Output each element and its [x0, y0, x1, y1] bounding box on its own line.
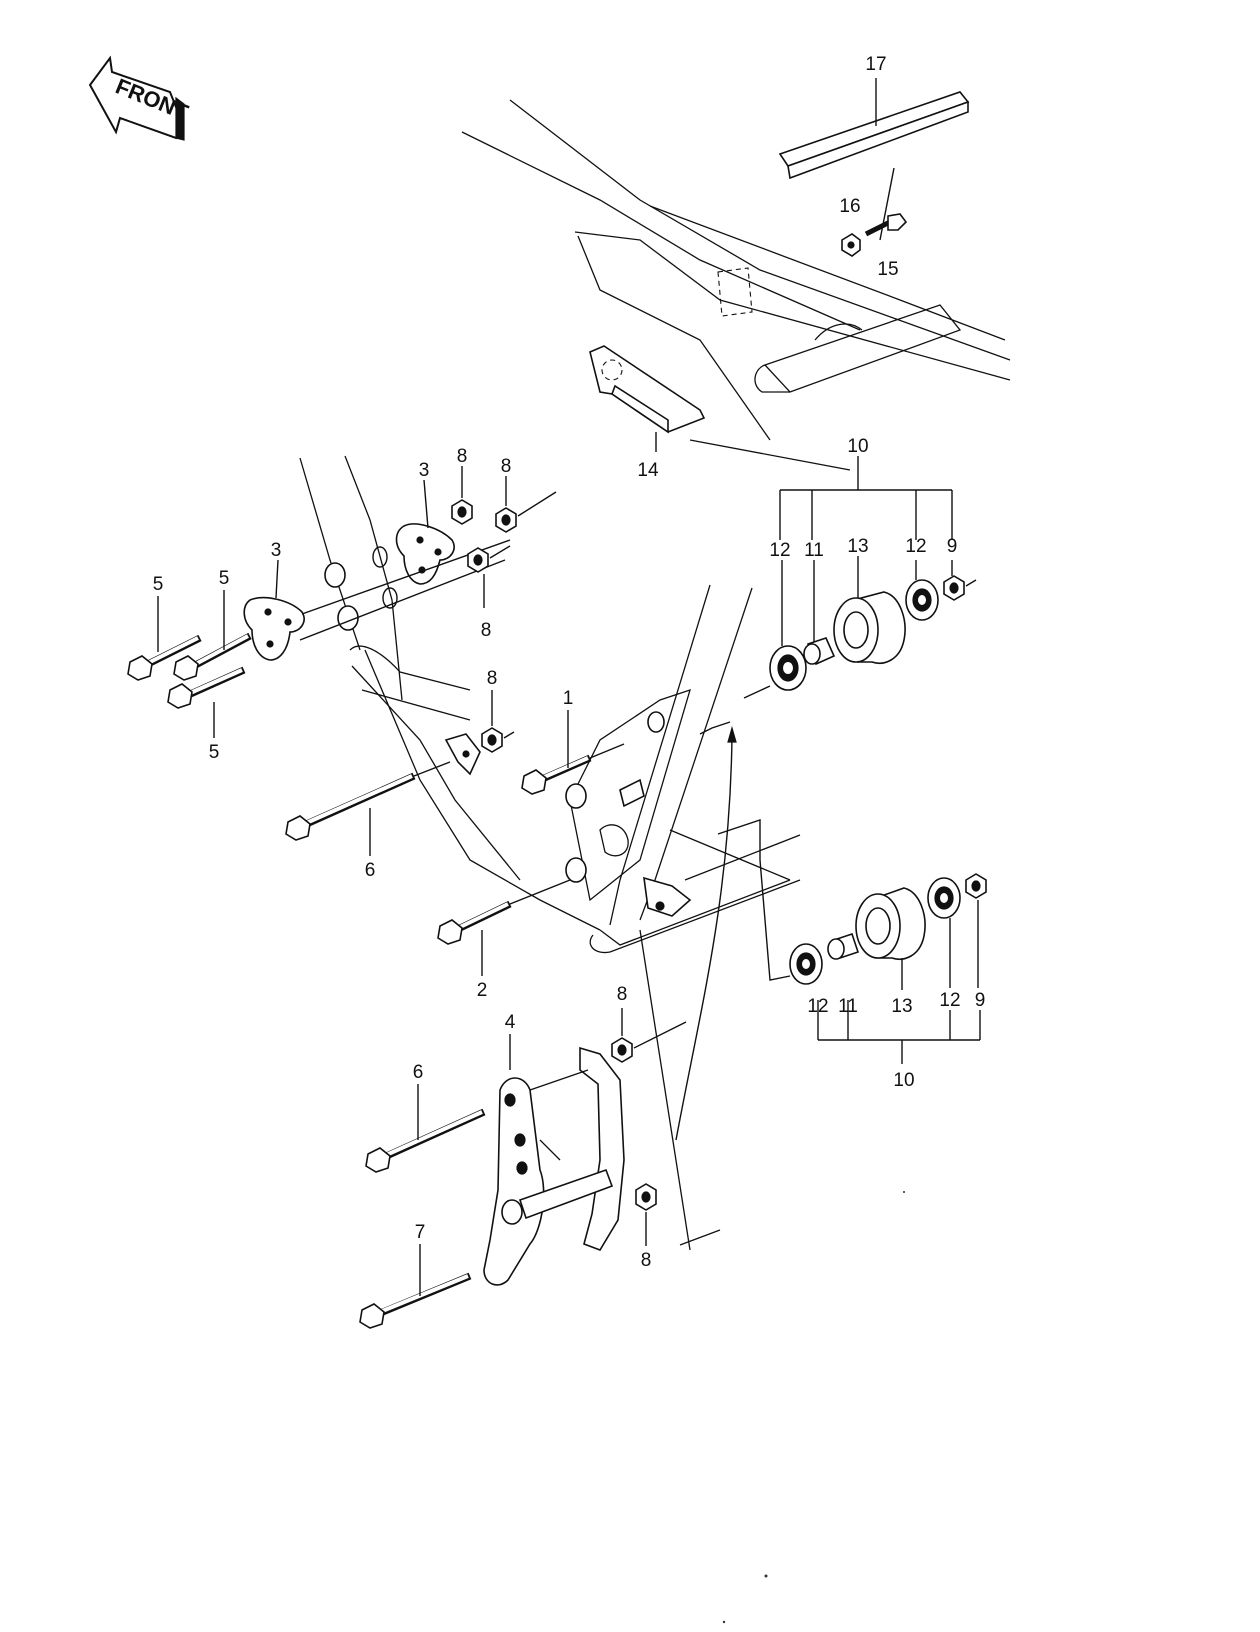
- callout-10-upper: 10: [847, 436, 868, 457]
- callout-11-lower: 11: [838, 996, 858, 1017]
- part-9-nut-lower: [965, 873, 987, 988]
- part-10-roller-assembly-upper: [743, 456, 977, 699]
- callout-5-c: 5: [209, 742, 220, 763]
- callout-6-lower: 6: [413, 1062, 424, 1083]
- part-8-nut-d: [481, 690, 515, 753]
- callout-3-upper: 3: [419, 460, 430, 481]
- callout-11-upper: 11: [804, 540, 824, 561]
- callout-8-a: 8: [457, 446, 468, 467]
- frame-tab: [444, 733, 481, 776]
- callout-7: 7: [415, 1222, 426, 1243]
- callout-8-b: 8: [501, 456, 512, 477]
- part-1-bolt: [521, 710, 625, 795]
- callout-12-upper-left: 12: [769, 540, 790, 561]
- part-3-bracket-lower: [243, 559, 305, 661]
- part-3-bracket-upper: [395, 479, 455, 585]
- part-17-seat-pad: [778, 78, 970, 241]
- callout-13-upper: 13: [847, 536, 868, 557]
- part-6-long-bolt-upper: [285, 761, 451, 856]
- part-9-nut-upper: [943, 560, 977, 601]
- callout-15: 15: [877, 259, 898, 280]
- part-12-bearing-upper-right: [905, 560, 939, 621]
- callout-2: 2: [477, 980, 488, 1001]
- part-13-roller-lower: [855, 887, 926, 990]
- callout-4: 4: [505, 1012, 516, 1033]
- part-8-nut-a: [451, 466, 473, 525]
- part-8-nut-b: [495, 476, 557, 533]
- callout-8-d: 8: [487, 668, 498, 689]
- part-7-long-bolt: [359, 1244, 472, 1329]
- part-11-spacer-lower: [827, 932, 860, 1040]
- callout-5-a: 5: [153, 574, 164, 595]
- callout-16: 16: [839, 196, 860, 217]
- part-11-spacer-upper: [803, 560, 836, 666]
- part-12-bearing-upper-left: [769, 560, 807, 691]
- part-5-bolt-c: [167, 666, 246, 738]
- callout-14: 14: [637, 460, 659, 481]
- callout-5-b: 5: [219, 568, 230, 589]
- callout-8-e: 8: [617, 984, 628, 1005]
- part-15-bolt: [864, 213, 908, 237]
- part-8-nut-f: [635, 1183, 657, 1246]
- part-12-bearing-lower-left: [789, 943, 823, 1040]
- part-12-bearing-lower-right: [927, 877, 961, 988]
- callout-3-lower: 3: [271, 540, 282, 561]
- speck: [722, 1620, 726, 1624]
- callout-9-lower: 9: [975, 990, 986, 1011]
- part-8-nut-e: [611, 1008, 687, 1063]
- callout-12-upper-right: 12: [905, 536, 926, 557]
- part-4-footrest-bracket: [483, 1034, 625, 1286]
- frame-bracket-holes: [565, 711, 692, 917]
- callout-8-f: 8: [641, 1250, 652, 1271]
- front-arrow-icon: FRONT: [88, 55, 192, 141]
- part-5-bolt-b: [173, 590, 252, 681]
- part-10-roller-assembly-lower: [675, 721, 987, 1141]
- callout-12-lower-right: 12: [939, 990, 960, 1011]
- callout-9-upper: 9: [947, 536, 958, 557]
- part-13-roller-upper: [833, 556, 906, 664]
- part-5-bolt-a: [127, 596, 202, 681]
- part-16-nut: [841, 233, 861, 257]
- part-8-nut-c: [467, 545, 511, 608]
- callout-10-lower: 10: [893, 1070, 914, 1091]
- part-6-long-bolt-lower: [365, 1084, 486, 1173]
- callout-12-lower-left: 12: [807, 996, 828, 1017]
- callout-labels: 17 16 15 14 10 12 11 13 12 9 8 8 8 8 3 3…: [153, 54, 986, 1271]
- callout-1: 1: [563, 688, 574, 709]
- speck: [903, 1191, 905, 1193]
- part-2-bolt: [437, 879, 571, 976]
- callout-13-lower: 13: [891, 996, 912, 1017]
- speck: [764, 1574, 768, 1578]
- callout-6-upper: 6: [365, 860, 376, 881]
- callout-8-c: 8: [481, 620, 492, 641]
- callout-17: 17: [865, 54, 886, 75]
- frame-outline: [299, 99, 1011, 1251]
- part-14-guard: [589, 345, 706, 452]
